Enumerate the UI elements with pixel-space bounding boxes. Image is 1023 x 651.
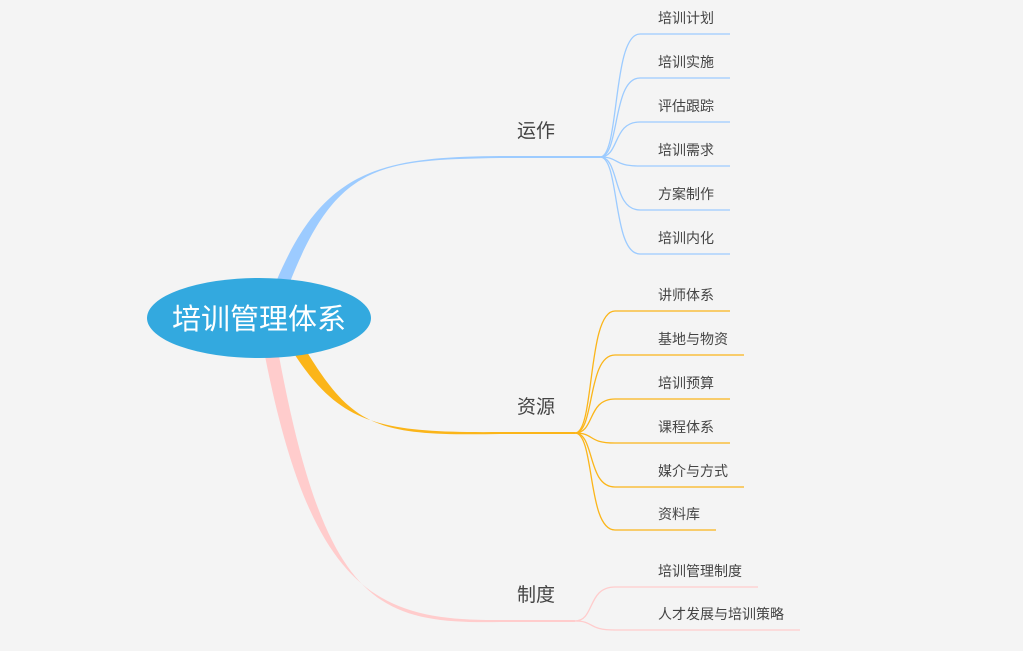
leaf-node[interactable]: 资料库 — [658, 507, 700, 523]
leaf-connector — [574, 586, 758, 622]
branch-label[interactable]: 运作 — [517, 120, 555, 142]
leaf-node[interactable]: 人才发展与培训策略 — [658, 606, 784, 623]
branch-connector-2 — [265, 356, 500, 623]
leaf-connector — [599, 121, 730, 158]
leaf-connector — [599, 77, 730, 158]
leaf-connector — [574, 354, 744, 434]
root-node[interactable]: 培训管理体系 — [147, 278, 371, 358]
leaf-connector — [574, 398, 730, 434]
leaf-node[interactable]: 方案制作 — [658, 186, 714, 203]
leaf-node[interactable]: 评估跟踪 — [658, 99, 714, 115]
leaf-node[interactable]: 培训需求 — [658, 143, 714, 159]
root-label: 培训管理体系 — [172, 302, 346, 336]
leaf-connector — [574, 432, 730, 444]
leaf-node[interactable]: 讲师体系 — [658, 288, 714, 304]
leaf-node[interactable]: 课程体系 — [658, 420, 714, 436]
leaf-node[interactable]: 培训预算 — [658, 376, 714, 392]
leaf-connector — [574, 432, 744, 488]
branch-connectors — [265, 156, 600, 623]
leaf-node[interactable]: 培训管理制度 — [658, 564, 742, 580]
leaf-connector — [599, 156, 730, 211]
leaf-node[interactable]: 培训实施 — [658, 55, 714, 71]
branch-label[interactable]: 制度 — [517, 584, 555, 606]
leaf-connector — [574, 310, 730, 434]
leaf-connector — [574, 620, 800, 631]
root-ellipse — [147, 278, 371, 358]
leaf-connector — [599, 33, 730, 158]
leaf-connector — [599, 156, 730, 167]
branch-connector-0 — [276, 156, 500, 282]
leaf-node[interactable]: 基地与物资 — [658, 331, 728, 348]
leaf-node[interactable]: 培训计划 — [658, 11, 714, 27]
leaf-node[interactable]: 培训内化 — [658, 231, 714, 247]
branch-connector-1 — [293, 352, 500, 435]
leaf-connector — [574, 432, 716, 531]
leaf-connector — [599, 156, 730, 255]
leaf-node[interactable]: 媒介与方式 — [658, 464, 728, 480]
branch-label[interactable]: 资源 — [517, 396, 555, 418]
